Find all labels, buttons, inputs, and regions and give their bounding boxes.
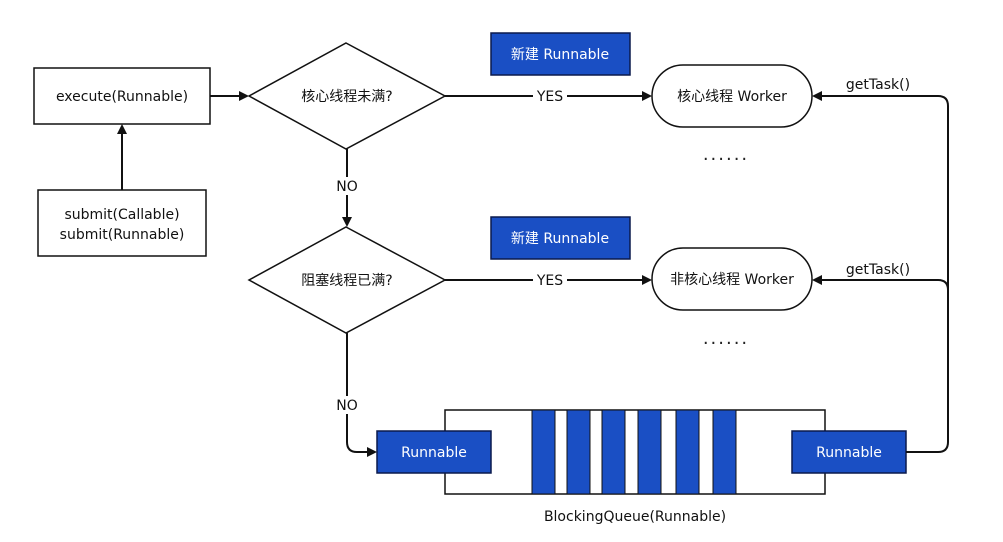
queue-in-runnable: Runnable: [376, 430, 492, 474]
submit-runnable-label: submit(Runnable): [60, 227, 185, 243]
core-full-decision: 核心线程未满?: [247, 42, 447, 150]
submit-node: submit(Callable) submit(Runnable): [37, 189, 207, 257]
blocking-queue: BlockingQueue(Runnable): [444, 409, 826, 525]
gettask-top-label: getTask(): [846, 77, 910, 93]
no-bottom-label: NO: [336, 398, 358, 414]
new-runnable-top-label: 新建 Runnable: [511, 47, 609, 63]
yes-top-label: YES: [536, 89, 563, 105]
queue-out-runnable: Runnable: [791, 430, 907, 474]
gettask-noncore-arrow: [812, 275, 949, 291]
queue-label: BlockingQueue(Runnable): [544, 509, 726, 525]
gettask-core-arrow: [812, 91, 949, 453]
block-full-question: 阻塞线程已满?: [301, 272, 392, 289]
execute-label: execute(Runnable): [56, 89, 188, 105]
queue-slot: [712, 409, 737, 495]
new-runnable-mid: 新建 Runnable: [490, 216, 631, 260]
queue-slot: [637, 409, 662, 495]
submit-callable-label: submit(Callable): [64, 207, 179, 223]
core-worker-label: 核心线程 Worker: [677, 89, 787, 105]
queue-out-label: Runnable: [816, 445, 882, 461]
queue-slot: [566, 409, 591, 495]
core-worker-node: 核心线程 Worker: [651, 64, 813, 128]
no-top-label: NO: [336, 179, 358, 195]
new-runnable-top: 新建 Runnable: [490, 32, 631, 76]
queue-slot: [531, 409, 556, 495]
new-runnable-mid-label: 新建 Runnable: [511, 231, 609, 247]
core-full-question: 核心线程未满?: [301, 89, 392, 105]
gettask-mid-label: getTask(): [846, 262, 910, 278]
ellipsis-top: ......: [703, 144, 749, 165]
noncore-worker-label: 非核心线程 Worker: [670, 272, 794, 288]
noncore-worker-node: 非核心线程 Worker: [651, 247, 813, 311]
no-bottom-arrow: [346, 333, 377, 457]
queue-slot: [675, 409, 700, 495]
execute-node: execute(Runnable): [33, 67, 211, 125]
yes-mid-label: YES: [536, 273, 563, 289]
ellipsis-mid: ......: [703, 328, 749, 349]
block-full-decision: 阻塞线程已满?: [247, 226, 447, 334]
queue-in-label: Runnable: [401, 445, 467, 461]
queue-slot: [601, 409, 626, 495]
